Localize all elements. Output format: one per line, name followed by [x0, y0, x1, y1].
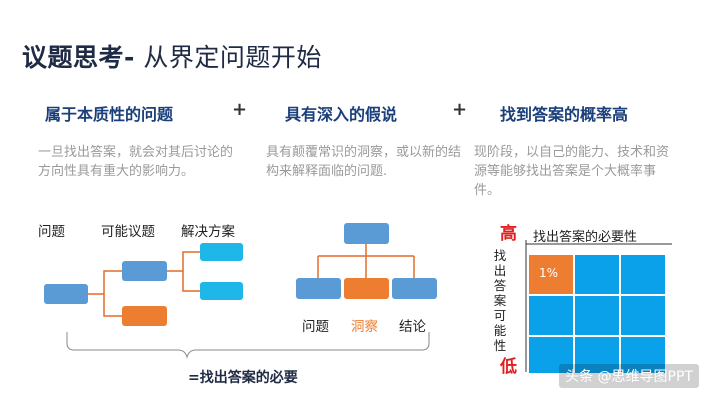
box-possible-issue-1	[122, 261, 167, 281]
label-conclusion: 结论	[399, 319, 426, 335]
grid-cell-3-2	[575, 337, 619, 373]
box-issue	[44, 284, 88, 304]
box-problem	[296, 278, 341, 299]
box-root	[344, 223, 389, 244]
heading-high-probability: 找到答案的概率高	[500, 105, 629, 124]
watermark: 头条 @思维导图PPT	[559, 364, 699, 388]
label-high: 高	[500, 224, 517, 244]
title-main: 议题思考-	[22, 43, 135, 72]
label-possible-issues: 可能议题	[101, 224, 155, 240]
grid-cell-2-3	[621, 296, 665, 335]
page-title: 议题思考- 从界定问题开始	[22, 38, 322, 74]
desc-essential-issue: 一旦找出答案，就会对其后讨论的方向性具有重大的影响力。	[38, 145, 234, 179]
bottom-note: =找出答案的必要	[188, 370, 298, 386]
heading-deep-hypothesis: 具有深入的假说	[285, 105, 398, 124]
label-possibility: 找出答案可能性	[493, 248, 507, 353]
label-insight: 洞察	[351, 319, 378, 335]
grid-cell-1-1: 1%	[529, 255, 573, 294]
grid-cell-2-2	[575, 296, 619, 335]
label-problem: 问题	[302, 319, 329, 335]
grid-cell-3-1	[529, 337, 573, 373]
box-conclusion	[392, 278, 437, 299]
heading-essential-issue: 属于本质性的问题	[45, 105, 174, 124]
box-possible-issue-2	[122, 306, 167, 326]
box-insight	[344, 278, 389, 299]
label-solutions: 解决方案	[181, 224, 235, 240]
plus-sign-1: +	[232, 99, 248, 120]
desc-deep-hypothesis: 具有颠覆常识的洞察，或以新的结构来解释面临的问题.	[266, 145, 462, 179]
grid-cell-1-3	[621, 255, 665, 294]
box-solution-2	[200, 282, 243, 300]
desc-high-probability: 现阶段，以自己的能力、技术和资源等能够找出答案是个大概率事件。	[474, 145, 670, 198]
grid-cell-2-1	[529, 296, 573, 335]
label-low: 低	[500, 357, 517, 377]
grid-cell-label: 1%	[539, 266, 559, 280]
label-issue: 问题	[38, 224, 65, 240]
label-necessity: 找出答案的必要性	[533, 230, 638, 245]
box-solution-1	[200, 243, 243, 261]
grid-cell-1-2	[575, 255, 619, 294]
title-sub: 从界定问题开始	[134, 43, 322, 72]
plus-sign-2: +	[452, 99, 468, 120]
grid-cell-3-3	[621, 337, 665, 373]
